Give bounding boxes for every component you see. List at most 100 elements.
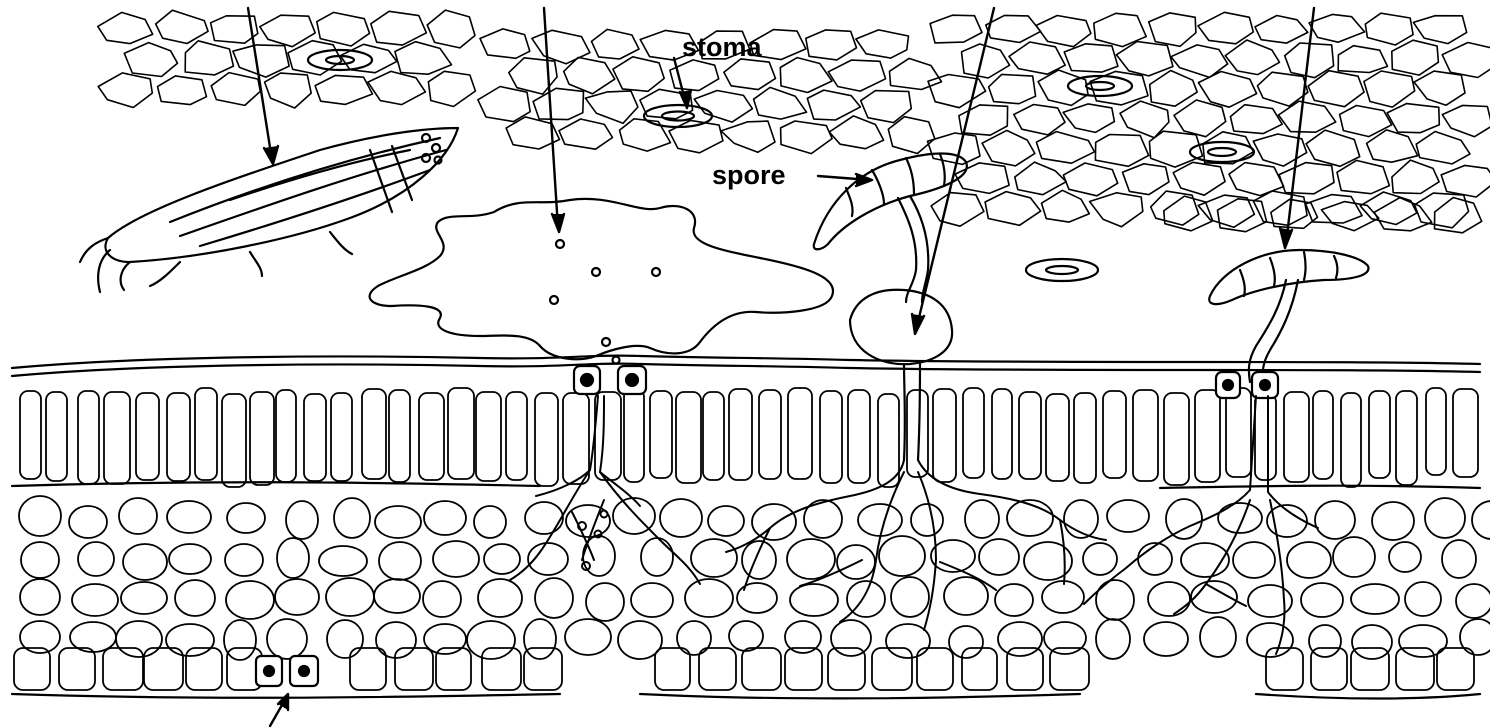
surface-cell: [265, 73, 312, 108]
surface-cell: [428, 71, 475, 106]
mesophyll-cell: [423, 581, 461, 617]
mesophyll-cell: [1472, 501, 1490, 539]
surface-cell: [1413, 16, 1466, 44]
surface-cell: [754, 87, 807, 119]
surface-cell: [807, 90, 860, 120]
surface-cell: [613, 57, 664, 92]
surface-cell: [1414, 71, 1465, 105]
surface-cell: [233, 45, 289, 77]
stoma-3: [1068, 76, 1132, 96]
surface-cell: [1123, 164, 1169, 195]
mesophyll-cell: [72, 584, 118, 616]
palisade-cell: [1019, 392, 1041, 479]
mesophyll-cell: [677, 621, 711, 655]
lower-epidermis-cell: [482, 648, 521, 690]
surface-cell: [1230, 105, 1282, 134]
surface-cell: [724, 59, 776, 90]
mesophyll-cell: [69, 506, 107, 538]
surface-cell: [781, 121, 833, 154]
surface-cell: [1036, 132, 1094, 164]
mesophyll-cell: [641, 538, 673, 576]
mesophyll-cell: [708, 506, 744, 536]
palisade-cell: [1103, 391, 1126, 478]
mesophyll-cell: [1315, 501, 1355, 539]
palisade-cell: [1426, 388, 1446, 475]
mesophyll-cell: [995, 584, 1033, 616]
palisade-cell: [878, 394, 899, 487]
mesophyll-cell: [1138, 543, 1172, 575]
mesophyll-cell: [979, 539, 1019, 575]
surface-cell: [1442, 105, 1490, 136]
lower-epidermis-cells: [14, 648, 1474, 690]
surface-cell: [1014, 105, 1065, 135]
mesophyll-cell: [166, 624, 214, 656]
mesophyll-cell: [742, 541, 776, 579]
mesophyll-cell: [20, 579, 60, 615]
mesophyll-cell: [121, 582, 167, 614]
fungal-hyphae: [510, 396, 1318, 654]
lower-epidermis-cell: [785, 648, 822, 690]
mesophyll-cell: [737, 583, 777, 613]
mesophyll-cell: [911, 504, 943, 536]
surface-cell: [1255, 16, 1308, 44]
mesophyll-cell: [1399, 625, 1447, 657]
palisade-cell: [933, 389, 956, 482]
surface-cell: [480, 29, 530, 58]
surface-cell: [962, 44, 1010, 78]
surface-cell: [592, 29, 640, 59]
palisade-cell: [703, 392, 724, 480]
palisade-cell: [1164, 393, 1189, 485]
lower-epidermis-cell: [186, 648, 222, 690]
surface-cell: [427, 10, 475, 48]
water-droplet: [370, 199, 833, 364]
mesophyll-cell: [1096, 580, 1134, 620]
lower-epidermis-cell: [699, 648, 736, 690]
palisade-cell: [419, 393, 444, 480]
spongy-mesophyll-cells: [19, 496, 1490, 660]
surface-cell: [694, 91, 752, 123]
mesophyll-cell: [729, 621, 763, 651]
palisade-cell: [535, 393, 558, 486]
palisade-cell: [1453, 389, 1478, 477]
surface-cell: [1009, 42, 1065, 74]
mesophyll-cell: [175, 580, 215, 616]
surface-cell: [930, 15, 982, 43]
palisade-cell: [78, 391, 99, 484]
surface-cell: [1198, 12, 1253, 44]
mesophyll-cell: [226, 581, 274, 619]
palisade-cell: [759, 390, 781, 479]
mesophyll-cell: [631, 583, 673, 617]
surface-cell: [1015, 162, 1066, 195]
mesophyll-cell: [949, 626, 983, 658]
mesophyll-cell: [879, 536, 925, 576]
mesophyll-cell: [1333, 537, 1375, 577]
surface-cell: [1306, 130, 1360, 166]
palisade-cell: [331, 393, 352, 481]
surface-cell: [1392, 40, 1439, 75]
mesophyll-cell: [565, 619, 611, 655]
palisade-cell: [304, 394, 326, 481]
surface-cell: [670, 60, 719, 91]
surface-cell: [1149, 13, 1196, 46]
mesophyll-cell: [267, 619, 307, 659]
surface-cell: [368, 71, 426, 104]
mesophyll-cell: [433, 541, 479, 577]
surface-cell: [1374, 198, 1432, 231]
mesophyll-cell: [1218, 503, 1262, 533]
lower-epidermis-cell: [14, 648, 50, 690]
palisade-cell: [1074, 393, 1096, 483]
spore-label: spore: [712, 160, 786, 190]
palisade-cell: [250, 392, 274, 485]
mesophyll-cell: [691, 539, 737, 577]
surface-cell: [1279, 163, 1334, 194]
mesophyll-cell: [484, 544, 520, 574]
palisade-cell: [848, 390, 870, 483]
surface-cell: [955, 163, 1009, 194]
surface-cell: [559, 119, 613, 149]
mesophyll-cell: [169, 544, 211, 574]
surface-cell: [1063, 163, 1117, 196]
surface-cell: [158, 76, 207, 105]
surface-cell: [721, 121, 775, 152]
palisade-cell: [136, 393, 159, 480]
lower-epidermis-cell: [872, 648, 912, 690]
